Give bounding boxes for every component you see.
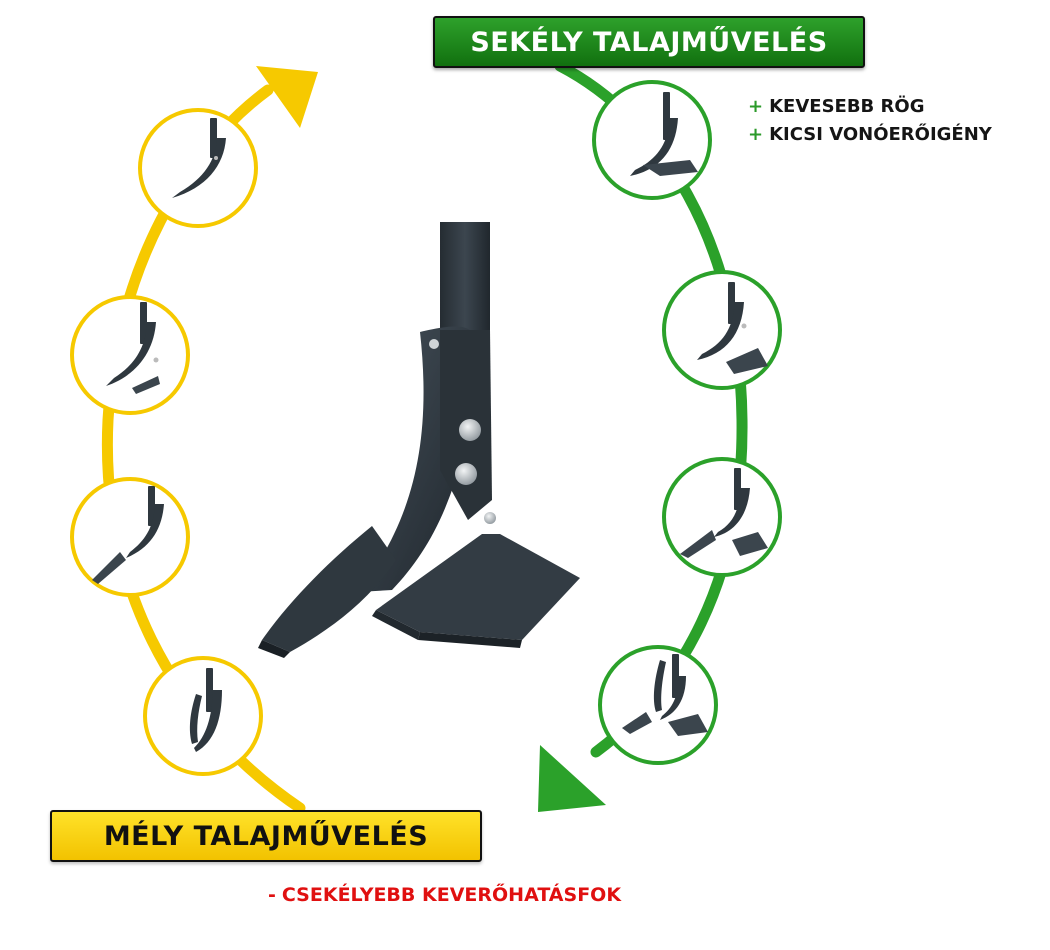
deep-tine-shin-detached-icon xyxy=(189,668,222,752)
benefit-item: +KEVESEBB RÖG xyxy=(748,93,992,121)
subsoiler-tine-with-wing-share-icon xyxy=(258,222,580,658)
benefit-text: KICSI VONÓERŐIGÉNY xyxy=(769,124,992,145)
deep-drawback: -CSEKÉLYEBB KEVERŐHATÁSFOK xyxy=(268,884,621,906)
deep-tillage-banner: MÉLY TALAJMŰVELÉS xyxy=(50,810,482,862)
plus-icon: + xyxy=(748,96,764,117)
tine-with-wing-share-icon xyxy=(630,92,698,176)
drawback-text: CSEKÉLYEBB KEVERŐHATÁSFOK xyxy=(281,884,622,906)
yellow-step-2 xyxy=(70,295,190,415)
shallow-tillage-title: SEKÉLY TALAJMŰVELÉS xyxy=(470,26,828,58)
minus-icon: - xyxy=(268,884,276,906)
yellow-step-1 xyxy=(138,108,258,228)
tine-share-disassembled-icon xyxy=(697,282,768,374)
yellow-step-4 xyxy=(143,656,263,776)
shallow-benefits-list: +KEVESEBB RÖG +KICSI VONÓERŐIGÉNY xyxy=(748,93,992,149)
shallow-tillage-banner: SEKÉLY TALAJMŰVELÉS xyxy=(433,16,865,68)
benefit-text: KEVESEBB RÖG xyxy=(769,96,925,117)
yellow-step-3 xyxy=(70,477,190,597)
green-step-2 xyxy=(662,270,782,390)
green-step-4 xyxy=(598,645,718,765)
deep-tine-chisel-detached-icon xyxy=(92,486,164,584)
benefit-item: +KICSI VONÓERŐIGÉNY xyxy=(748,121,992,149)
deep-tillage-title: MÉLY TALAJMŰVELÉS xyxy=(103,820,429,852)
tine-fully-disassembled-icon xyxy=(622,654,708,736)
green-step-3 xyxy=(662,457,782,577)
deep-tine-with-point-icon xyxy=(172,118,226,198)
tine-point-and-wing-apart-icon xyxy=(680,468,768,558)
deep-tine-point-detached-icon xyxy=(106,302,160,394)
plus-icon: + xyxy=(748,124,764,145)
green-step-1 xyxy=(592,80,712,200)
